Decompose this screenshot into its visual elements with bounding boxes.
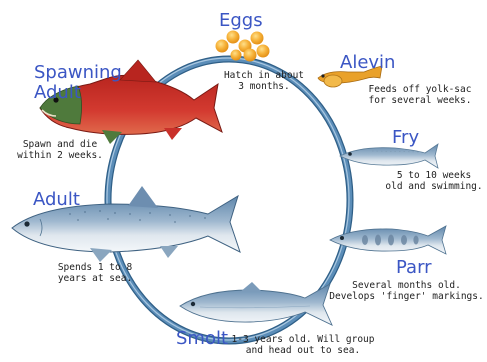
adult-title: Adult <box>33 190 80 210</box>
alevin-title: Alevin <box>340 53 395 73</box>
alevin-note: Feeds off yolk-sac for several weeks. <box>360 84 480 106</box>
parr-note: Several months old. Develops 'finger' ma… <box>329 280 484 302</box>
eggs-note: Hatch in about 3 months. <box>210 70 318 92</box>
parr-title: Parr <box>396 258 432 278</box>
fry-fish-illustration <box>340 144 438 168</box>
fry-title: Fry <box>392 128 419 148</box>
smolt-note: 1-3 years old. Will group and head out t… <box>228 334 378 356</box>
adult-note: Spends 1 to 8 years at sea. <box>50 262 140 284</box>
smolt-fish-illustration <box>180 282 332 325</box>
spawning-adult-note: Spawn and die within 2 weeks. <box>10 139 110 161</box>
smolt-title: Smolt <box>176 329 228 349</box>
fry-note: 5 to 10 weeks old and swimming. <box>382 170 486 192</box>
spawning-adult-title: Spawning Adult <box>34 63 122 103</box>
eggs-title: Eggs <box>219 11 263 31</box>
